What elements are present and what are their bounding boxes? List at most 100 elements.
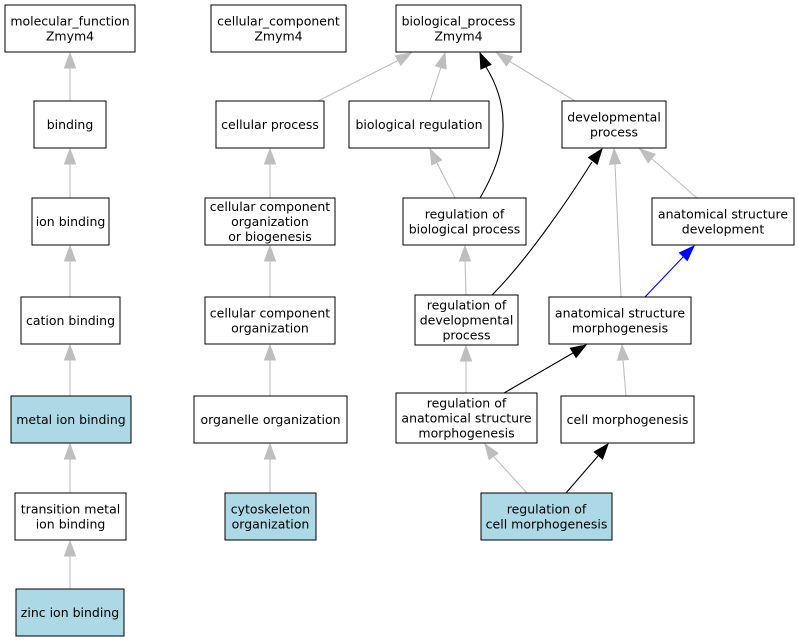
- edge-is-a-anatomical-structure-morphogenesis-to-developmental-process: [608, 147, 622, 298]
- edge-arrowhead: [678, 244, 696, 262]
- node-box: [395, 4, 522, 53]
- node-label-line: cation binding: [26, 313, 115, 328]
- edge-line: [622, 359, 627, 397]
- node-box: [33, 100, 107, 149]
- edge-line: [508, 60, 576, 102]
- edge-arrowhead: [63, 343, 77, 361]
- edge-arrowhead: [459, 344, 473, 362]
- edge-line: [464, 260, 467, 296]
- edge-line: [644, 255, 685, 298]
- edge-line: [436, 162, 456, 199]
- node-label-line: cellular component: [210, 306, 330, 321]
- edge-arrowhead: [458, 244, 472, 262]
- node-label-line: development: [682, 222, 765, 237]
- edge-is-a-zinc-ion-binding-to-transition-metal-ion-binding: [63, 539, 77, 589]
- edge-arrowhead: [479, 51, 492, 70]
- edge-is-a-cc-organization-to-cc-org-biogenesis: [263, 244, 277, 297]
- edge-line: [491, 161, 593, 296]
- edge-is-a-cation-binding-to-ion-binding: [63, 244, 77, 297]
- node-label-line: cell morphogenesis: [567, 412, 689, 427]
- node-label-line: cell morphogenesis: [486, 517, 608, 532]
- node-box: [414, 294, 519, 346]
- go-term-node-zinc-ion-binding[interactable]: zinc ion binding: [15, 588, 125, 637]
- edge-is-a-cytoskeleton-organization-to-organelle-organization: [263, 442, 277, 493]
- node-box: [224, 492, 317, 541]
- edge-line: [503, 352, 574, 394]
- edges-layer: [63, 51, 698, 589]
- edge-arrowhead: [263, 343, 277, 361]
- edge-is-a-reg-cell-morphogenesis-to-reg-anatomical-structure-morphogenesis: [484, 442, 528, 494]
- node-label-line: zinc ion binding: [21, 605, 119, 620]
- node-box: [215, 100, 325, 149]
- go-term-node-cation-binding[interactable]: cation binding: [20, 296, 121, 345]
- node-box: [204, 197, 336, 246]
- node-label-line: cellular component: [210, 199, 330, 214]
- node-label-line: Zmym4: [254, 29, 302, 44]
- node-label-line: anatomical structure: [401, 411, 531, 426]
- node-label-line: metal ion binding: [16, 412, 126, 427]
- edge-is-a-cc-org-biogenesis-to-cellular-process: [263, 147, 277, 198]
- node-box: [20, 296, 121, 345]
- edge-is-a-cellular-process-to-bp-root: [317, 52, 413, 102]
- edge-arrowhead: [593, 442, 609, 460]
- node-box: [10, 395, 132, 444]
- node-label-line: organization: [232, 517, 310, 532]
- edge-arrowhead: [263, 442, 277, 460]
- node-label-line: or biogenesis: [228, 229, 312, 244]
- node-box: [210, 4, 347, 53]
- edge-arrowhead: [429, 147, 443, 166]
- node-label-line: developmental: [567, 110, 661, 125]
- edge-arrowhead: [63, 244, 77, 262]
- go-term-node-ion-binding[interactable]: ion binding: [31, 197, 110, 246]
- go-term-node-organelle-organization[interactable]: organelle organization: [193, 395, 348, 444]
- node-label-line: regulation of: [427, 298, 507, 313]
- node-label-line: transition metal: [21, 502, 120, 517]
- go-term-node-biological-regulation[interactable]: biological regulation: [348, 100, 490, 149]
- edge-is-a-organelle-organization-to-cc-organization: [263, 343, 277, 396]
- edge-regulates-reg-anatomical-structure-morphogenesis-to-anatomical-structure-morphogenesis: [503, 344, 588, 394]
- node-label-line: morphogenesis: [572, 321, 668, 336]
- node-label-line: morphogenesis: [418, 426, 514, 441]
- edge-regulates-reg-cell-morphogenesis-to-cell-morphogenesis: [565, 442, 609, 494]
- node-box: [4, 4, 136, 53]
- go-term-node-cell-morphogenesis[interactable]: cell morphogenesis: [560, 395, 695, 444]
- node-label-line: cytoskeleton: [231, 502, 310, 517]
- node-box: [402, 197, 527, 246]
- edge-regulates-reg-developmental-process-to-developmental-process: [491, 147, 603, 296]
- node-box: [204, 296, 336, 345]
- node-box: [193, 395, 348, 444]
- go-term-node-metal-ion-binding[interactable]: metal ion binding: [10, 395, 132, 444]
- node-box: [15, 588, 125, 637]
- node-box: [480, 492, 613, 541]
- edge-is-a-cell-morphogenesis-to-anatomical-structure-morphogenesis: [616, 343, 630, 397]
- node-label-line: process: [590, 125, 638, 140]
- node-label-line: anatomical structure: [555, 306, 685, 321]
- edge-is-a-biological-regulation-to-bp-root: [429, 51, 447, 102]
- edge-is-a-anatomical-structure-development-to-developmental-process: [638, 148, 698, 199]
- go-term-node-binding[interactable]: binding: [33, 100, 107, 149]
- node-label-line: developmental: [420, 313, 514, 328]
- node-label-line: binding: [47, 117, 94, 132]
- node-label-line: regulation of: [507, 502, 587, 517]
- go-term-node-cellular-process[interactable]: cellular process: [215, 100, 325, 149]
- edge-arrowhead: [569, 344, 588, 359]
- edge-line: [429, 66, 442, 102]
- edge-line: [614, 163, 622, 298]
- edge-arrowhead: [608, 147, 622, 165]
